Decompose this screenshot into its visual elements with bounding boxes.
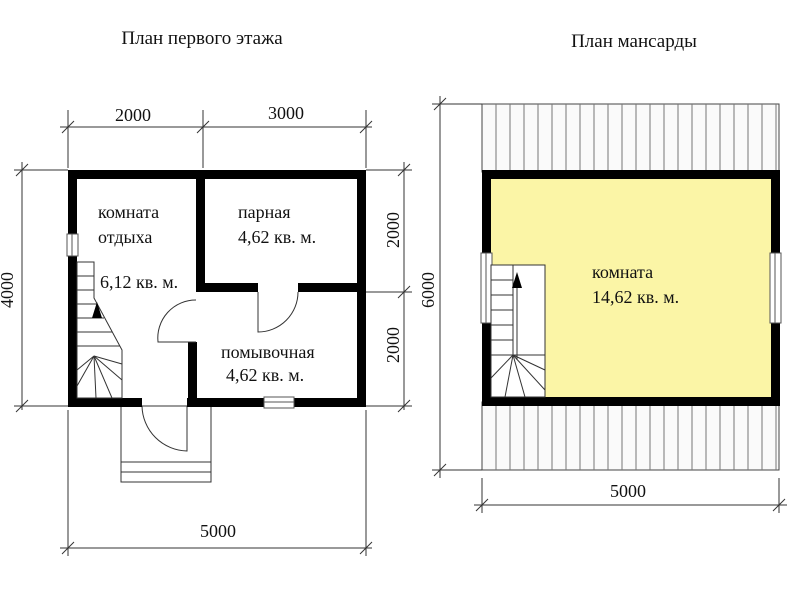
dim-right-bottom: 2000 <box>383 327 403 363</box>
ground-windows <box>66 233 295 409</box>
room-wash-name: помывочная <box>221 342 315 362</box>
roof-top <box>481 103 780 173</box>
room-rest-name-2: отдыха <box>98 227 152 247</box>
attic-bottom-dimension: 5000 <box>474 478 787 513</box>
ground-left-dimension: 4000 <box>0 162 68 413</box>
room-steam-name: парная <box>238 202 291 222</box>
attic-staircase <box>490 264 546 398</box>
attic-room-name: комната <box>592 262 653 282</box>
ground-floor-title: План первого этажа <box>121 28 283 49</box>
dim-right-top: 2000 <box>383 212 403 248</box>
attic-room-area: 14,62 кв. м. <box>592 287 679 307</box>
porch <box>120 405 212 483</box>
roof-bottom <box>481 401 780 471</box>
attic-plan: План мансарды <box>418 31 787 513</box>
attic-left-dimension: 6000 <box>418 96 482 478</box>
attic-dim-left: 6000 <box>418 272 438 308</box>
room-rest-area: 6,12 кв. м. <box>100 272 178 292</box>
roof-bottom-ribs <box>495 402 777 470</box>
roof-top-ribs <box>495 104 777 172</box>
ground-floor-plan: План первого этажа 2000 3000 4000 <box>0 28 412 556</box>
room-rest-name-1: комната <box>98 202 159 222</box>
attic-dim-bottom: 5000 <box>610 481 646 501</box>
ground-bottom-dimension: 5000 <box>60 410 373 556</box>
dim-left: 4000 <box>0 272 17 308</box>
dim-top-right: 3000 <box>268 103 304 123</box>
attic-title: План мансарды <box>571 31 697 52</box>
dim-bottom: 5000 <box>200 521 236 541</box>
room-wash-area: 4,62 кв. м. <box>226 365 304 385</box>
room-steam-area: 4,62 кв. м. <box>238 227 316 247</box>
dim-top-left: 2000 <box>115 105 151 125</box>
ground-right-dimension: 2000 2000 <box>366 162 412 413</box>
ground-staircase <box>76 261 123 399</box>
ground-top-dimension: 2000 3000 <box>60 103 373 168</box>
interior-doors <box>157 291 299 343</box>
